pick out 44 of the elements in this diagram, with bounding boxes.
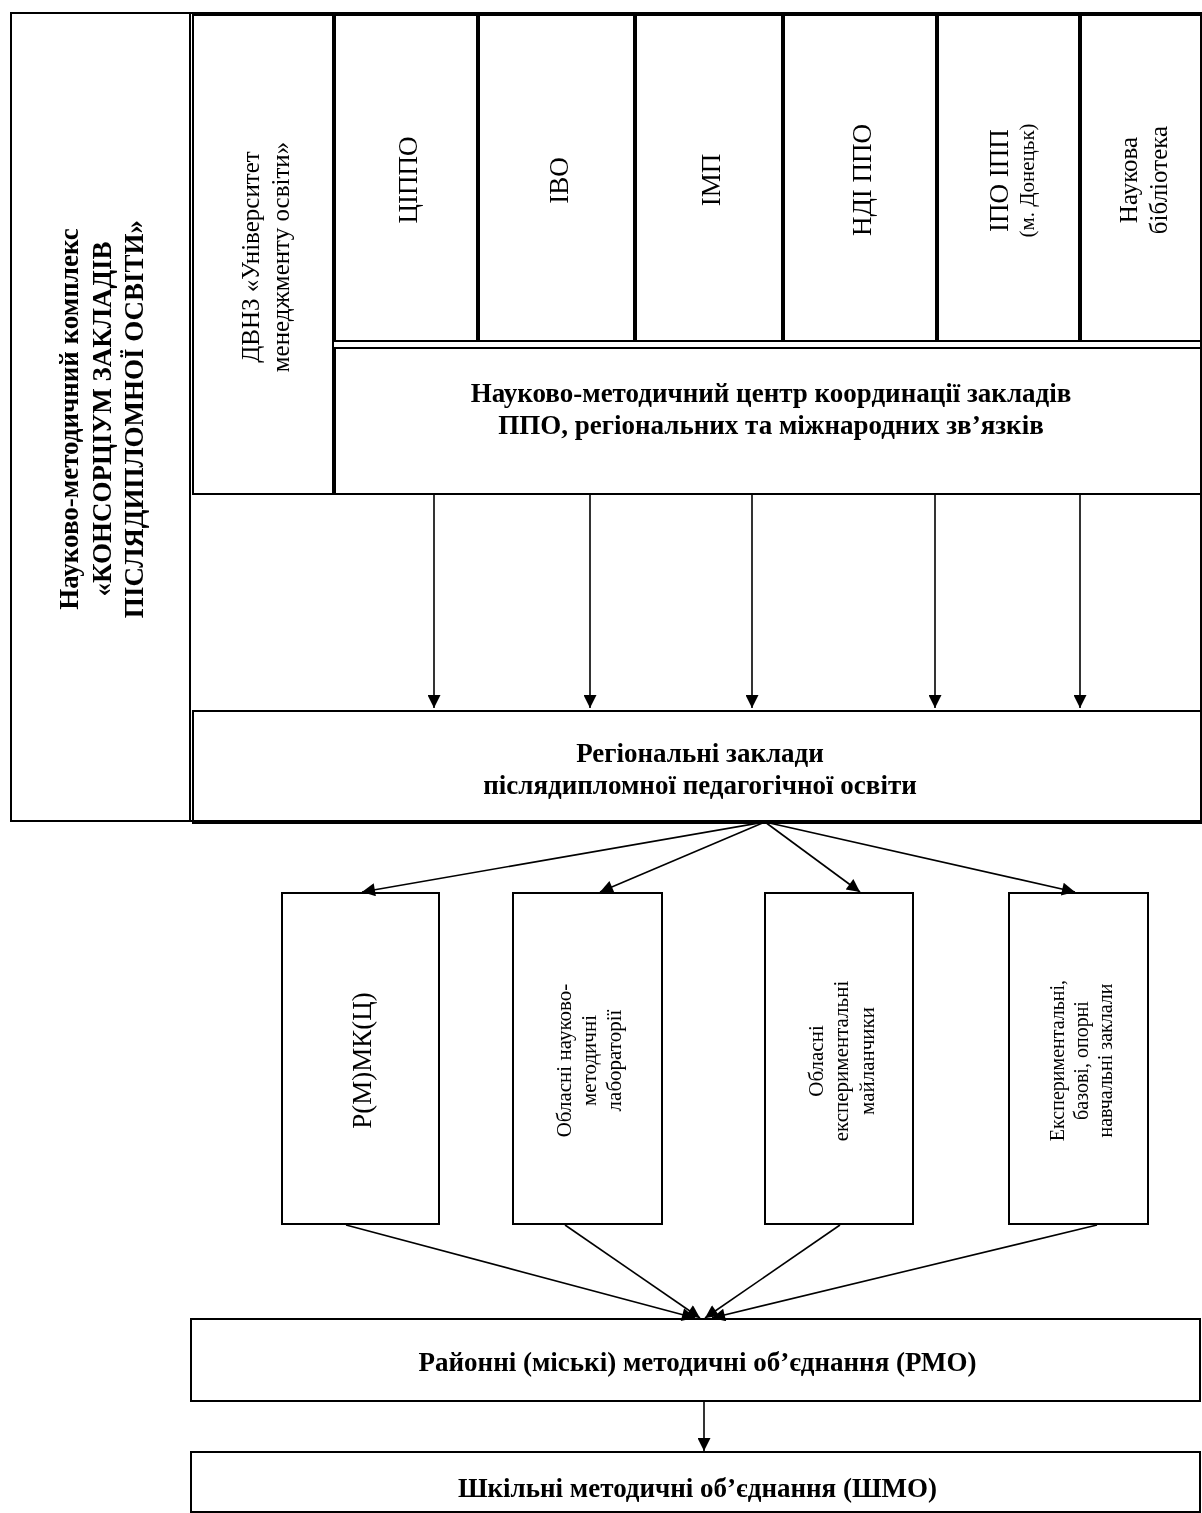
arrow (745, 492, 759, 709)
table-cell (937, 14, 1080, 342)
arrow (928, 492, 942, 709)
arrow (564, 1224, 701, 1319)
org-box (190, 1451, 1201, 1513)
box-label: Обласні експериментальні майланчики (803, 979, 879, 1143)
box-label: ДВНЗ «Університет менеджменту освіти» (235, 140, 295, 374)
arrow (427, 492, 441, 709)
box-label: Експериментальні, базові, опорні навчальні заклали (1044, 978, 1117, 1144)
heading-text: Науково-методичний комплекс «КОНСОРЦІУМ ЗАКЛАДІВ ПІСЛЯДИПЛОМНОЇ ОСВІТИ» (53, 218, 151, 621)
org-box (190, 1318, 1201, 1402)
box-label: Шкільні методичні об’єднання (ШМО) (457, 1471, 938, 1505)
table-cell (783, 14, 937, 342)
note-text: (м. Донецьк) (1014, 122, 1040, 238)
box-label: Регіональні заклади післядипломної педагогічної освіти (482, 736, 918, 802)
box-label: НДІ ППО (845, 123, 878, 237)
arrow (704, 1224, 841, 1319)
org-box (281, 892, 440, 1225)
arrow (583, 492, 597, 709)
box-label: ІПО ІПП (981, 128, 1014, 232)
box-label: ЦІППО (391, 136, 424, 224)
box-label: ІМП (694, 153, 727, 207)
arrow (711, 1224, 1098, 1322)
table-cell (635, 14, 783, 342)
table-cell (334, 14, 478, 342)
arrow (764, 821, 861, 893)
box-label: Р(М)МК(Ц) (346, 992, 379, 1129)
box-label: Районні (міські) методичні об’єднання (РМО) (418, 1345, 977, 1379)
box-label: Обласні науково-методичні лабораторії (551, 982, 628, 1140)
table-cell (478, 14, 635, 342)
box-label: ІВО (542, 156, 575, 204)
table-cell (192, 14, 334, 495)
table-cell (1080, 14, 1202, 342)
arrow (697, 1401, 711, 1452)
table-cell (334, 347, 1202, 495)
box-label: Науково-методичний центр координації закладів ППО, регіональних та міжнародних зв’язків (469, 376, 1073, 442)
consortium-frame (10, 12, 1202, 822)
table-cell (192, 710, 1202, 824)
arrow (1073, 492, 1087, 709)
arrow (345, 1224, 696, 1321)
org-box (512, 892, 663, 1225)
org-box (1008, 892, 1149, 1225)
box-label: Наукова бібліотека (1114, 124, 1173, 237)
org-box (764, 892, 914, 1225)
